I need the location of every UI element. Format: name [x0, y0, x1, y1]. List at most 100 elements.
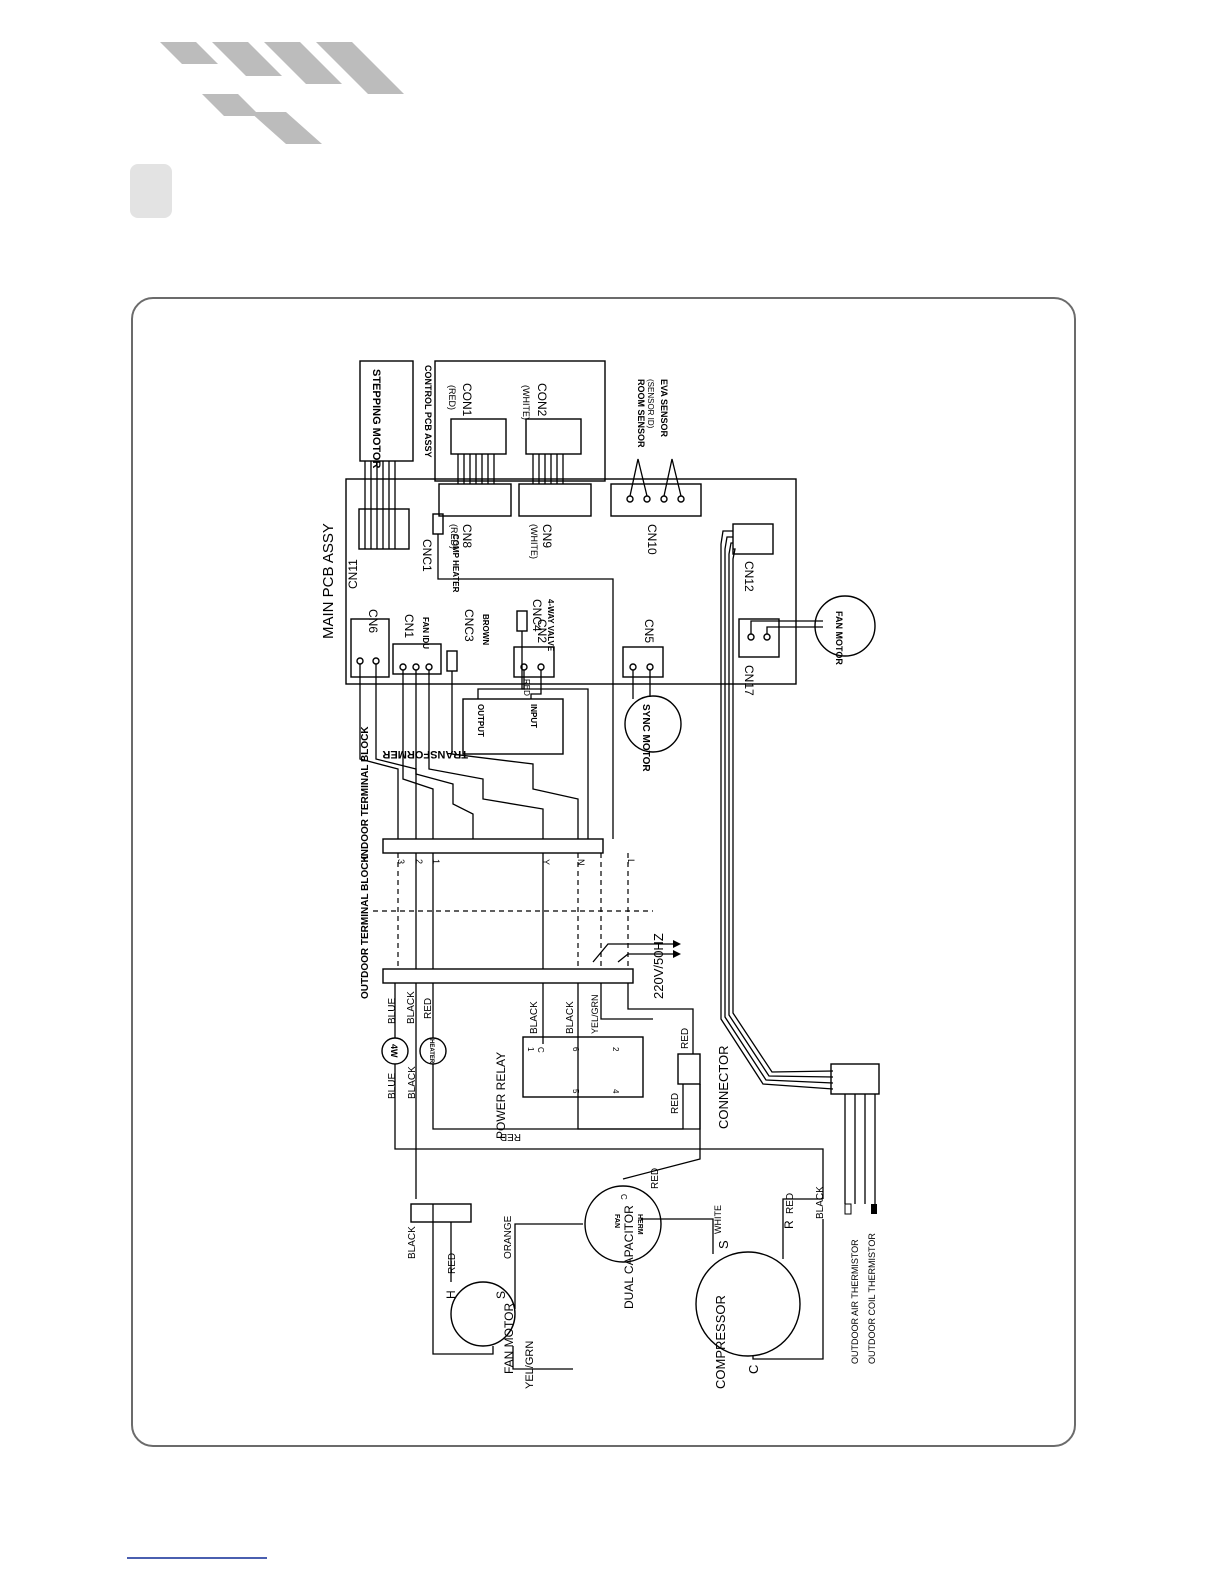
main-pcb-label: MAIN PCB ASSY	[320, 523, 337, 639]
room-sensor-sub-label: (SENSOR ID)	[646, 379, 655, 429]
outdoor-fan-motor-symbol	[450, 1281, 516, 1347]
cn5-connector	[622, 646, 664, 678]
relay-pin-5: 5	[571, 1089, 580, 1094]
cn5-label: CN5	[642, 619, 656, 643]
indoor-wiring-bundle	[359, 534, 614, 839]
relay-pin-1: 1	[526, 1047, 535, 1052]
con2-label: CON2	[535, 383, 549, 417]
dual-capacitor-symbol	[584, 1185, 662, 1263]
footer-rule	[127, 1557, 267, 1559]
fan-yel-grn-label: YEL/GRN	[524, 1341, 536, 1389]
con1-color-label: (RED)	[447, 385, 457, 410]
cn6-label: CN6	[366, 609, 380, 633]
control-pcb-box	[434, 360, 606, 482]
outdoor-coil-thermistor-probe	[871, 1204, 877, 1214]
cn1-label: CN1	[402, 614, 416, 638]
wire-label-black-4: BLACK	[407, 1066, 418, 1099]
cn12-label: CN12	[742, 561, 756, 592]
wiring-schematic: STEPPING MOTOR CONTROL PCB ASSY CON1 (RE…	[320, 360, 880, 1389]
con2-connector	[525, 418, 582, 455]
sync-motor-label: SYNC MOTOR	[640, 704, 651, 772]
fan-h-label: H	[444, 1290, 458, 1299]
cn6-connector	[350, 618, 390, 678]
thermistor-connector	[830, 1063, 880, 1095]
transformer-input-label: INPUT	[529, 704, 538, 728]
indoor-terminal-y: Y	[541, 859, 551, 865]
sync-motor-symbol	[624, 695, 682, 753]
cn11-connector	[358, 508, 410, 550]
cn9-label: CN9	[540, 524, 554, 548]
cnc3-connector	[446, 650, 458, 672]
con1-label: CON1	[460, 383, 474, 417]
cap-fan-label: FAN	[613, 1214, 620, 1228]
cn9-color-label: (WHITE)	[529, 524, 539, 559]
outdoor-terminal-block	[382, 968, 634, 984]
cnc1-label: CNC1	[420, 539, 434, 572]
fan-idu-label: FAN IDU	[421, 617, 430, 649]
cn9-wires	[532, 454, 564, 484]
relay-pin-c: C	[536, 1047, 545, 1053]
cn8-color-label: (RED)	[449, 524, 459, 549]
indoor-terminal-2: 2	[414, 859, 424, 864]
decorative-stripes-graphic	[160, 42, 404, 144]
cap-c-label: C	[619, 1194, 628, 1200]
diagram-frame: STEPPING MOTOR CONTROL PCB ASSY CON1 (RE…	[131, 297, 1076, 1447]
con1-connector	[450, 418, 507, 455]
cnc1-connector	[432, 513, 444, 535]
cn9-connector	[518, 483, 592, 517]
wire-label-black-2: BLACK	[529, 1001, 540, 1034]
fan-orange-label: ORANGE	[503, 1215, 514, 1259]
cn10-connector	[610, 483, 702, 517]
wire-label-red-1: RED	[423, 998, 434, 1019]
compressor-c-label: C	[746, 1365, 761, 1374]
comp-heater-label: COMP HEATER	[451, 534, 460, 593]
control-pcb-label: CONTROL PCB ASSY	[423, 365, 433, 458]
cn2-label: CN2	[535, 619, 549, 643]
wire-label-blue-2: BLUE	[387, 1073, 398, 1099]
cnc3-label: CNC3	[462, 609, 476, 642]
fan-black-label: BLACK	[407, 1226, 418, 1259]
power-supply-arrows	[592, 940, 681, 963]
four-w-label: 4W	[389, 1044, 399, 1058]
outdoor-terminal-label: OUTDOOR TERMINAL BLOCK	[360, 855, 371, 999]
interconnect-wires	[373, 853, 653, 969]
cap-herm-label: HERM	[636, 1214, 643, 1235]
cap-red-label: RED	[650, 1168, 661, 1189]
wire-label-red-4: RED	[500, 1131, 521, 1142]
stepping-motor-box	[359, 360, 414, 462]
power-relay-box	[522, 1036, 644, 1098]
wire-label-yel-grn-1: YEL/GRN	[590, 994, 600, 1034]
cnc4-connector	[516, 610, 528, 632]
fan-motor-indoor-label: FAN MOTOR	[834, 611, 844, 665]
compressor-symbol	[695, 1251, 801, 1357]
room-sensor-label: ROOM SENSOR	[636, 379, 646, 448]
wire-label-black-3: BLACK	[565, 1001, 576, 1034]
relay-pin-6: 6	[571, 1047, 580, 1052]
compressor-red-label: RED	[785, 1193, 796, 1214]
compressor-black-label: BLACK	[815, 1186, 826, 1219]
outdoor-wiring	[394, 983, 824, 1199]
power-relay-label: POWER RELAY	[494, 1052, 508, 1139]
indoor-terminal-1: 1	[431, 859, 441, 864]
indoor-terminal-label: INDOOR TERMINAL BLOCK	[360, 726, 371, 859]
sensor-wires	[626, 458, 685, 503]
cn1-connector	[392, 643, 442, 675]
compressor-s-label: S	[716, 1240, 731, 1249]
four-way-valve-label: 4-WAY VALVE	[546, 599, 555, 652]
relay-pin-4: 4	[611, 1089, 620, 1094]
indoor-terminal-3: 3	[396, 859, 406, 864]
brown-label: BROWN	[481, 614, 490, 645]
eva-sensor-label: EVA SENSOR	[659, 379, 669, 438]
cn2-connector	[513, 646, 555, 678]
cnc4-label: CNC4	[530, 599, 544, 632]
fan-red-label: RED	[447, 1253, 458, 1274]
compressor-r-label: R	[782, 1220, 796, 1229]
cn17-connector	[738, 618, 780, 658]
wire-label-blue: BLUE	[387, 998, 398, 1024]
cn8-wires	[457, 454, 495, 484]
cn8-label: CN8	[460, 524, 474, 548]
fan-s-label: S	[494, 1291, 508, 1299]
outdoor-air-thermistor-probe	[844, 1203, 852, 1215]
connector-label: CONNECTOR	[716, 1045, 731, 1129]
outdoor-air-thermistor-label: OUTDOOR AIR THERMISTOR	[850, 1239, 860, 1364]
